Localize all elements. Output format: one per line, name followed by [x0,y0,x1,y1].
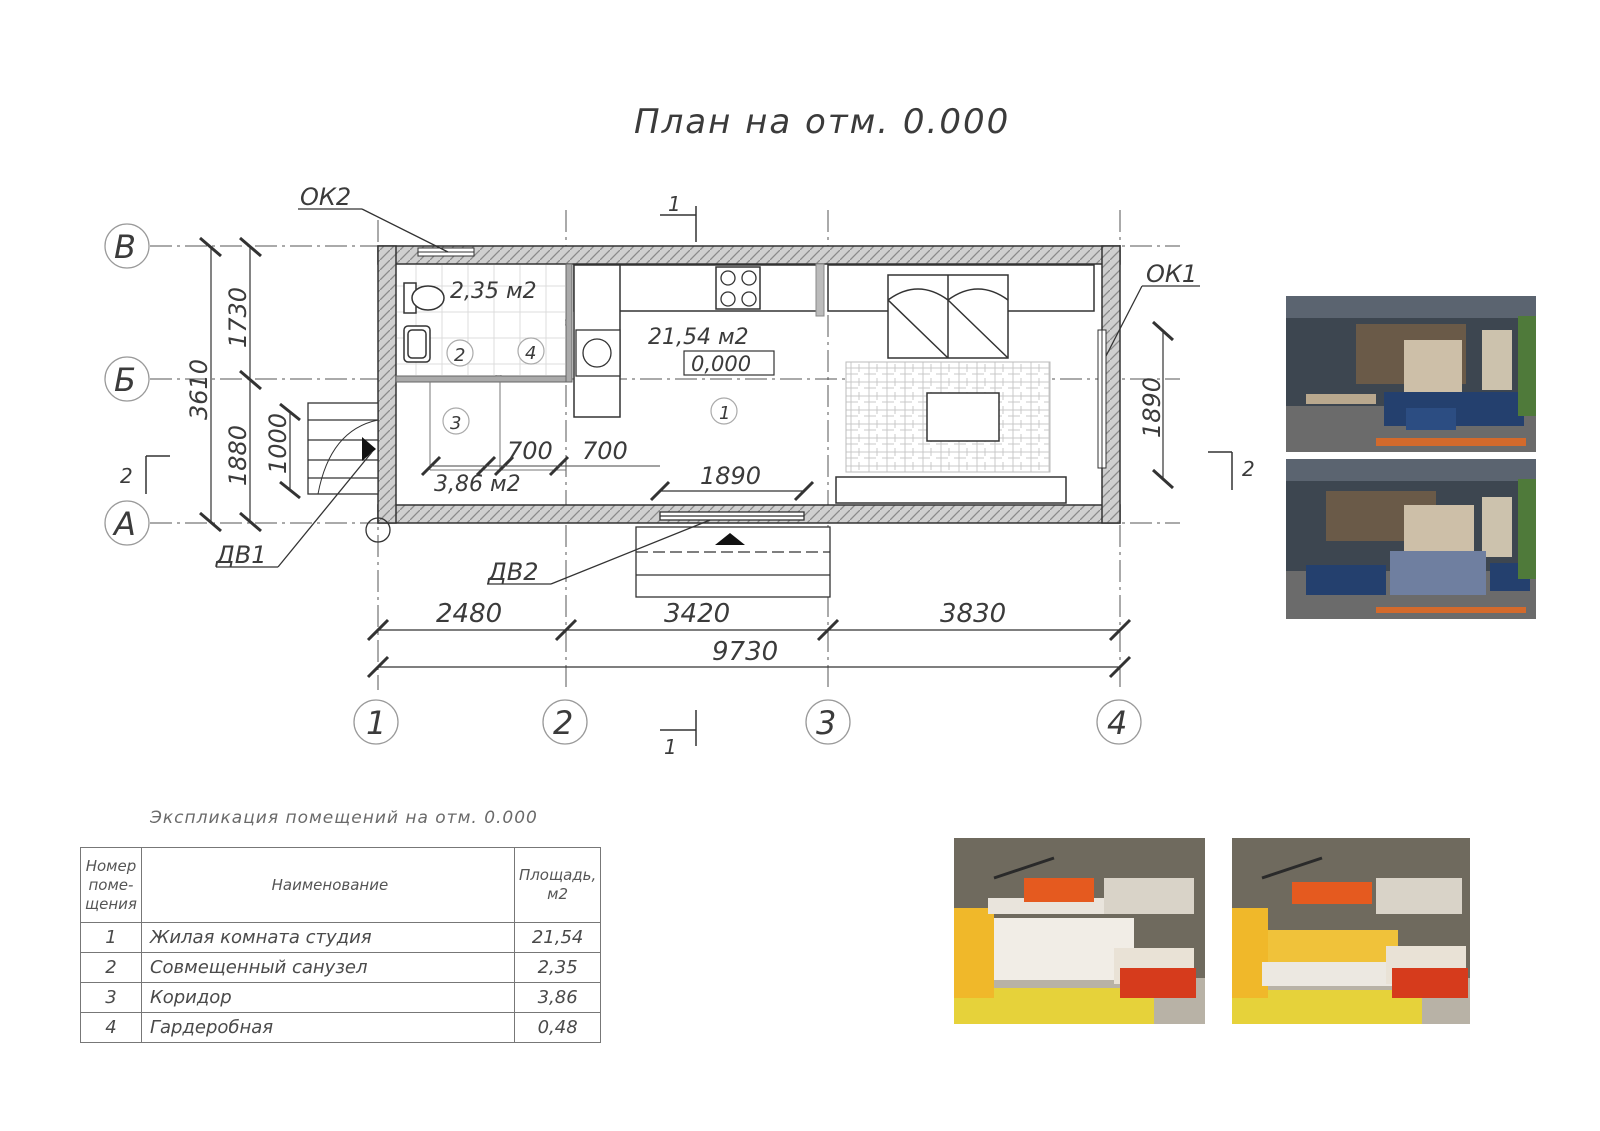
row-area: 0,48 [513,1012,602,1043]
dim-span-3-4: 3830 [940,599,1006,629]
window-ok2 [417,247,475,257]
dim-opening-dv2: 1890 [700,462,761,490]
table-header-row: Номер поме- щения Наименование Площадь, … [80,847,602,923]
tag-ok2: ОК2 [300,183,351,211]
room-number-bubbles [442,337,738,435]
dim-overall: 9730 [712,637,778,667]
opening-dimension [649,480,815,502]
column [815,263,825,317]
room-4-number: 4 [525,343,536,364]
reference-photo-blue-room-bed-open [1286,459,1536,619]
table-row: 4 Гардеробная 0,48 [80,1012,602,1043]
header-num: Номер поме- щения [80,847,142,923]
header-name: Наименование [140,847,515,923]
explication-table: Номер поме- щения Наименование Площадь, … [80,847,602,1043]
tag-ok1: ОК1 [1146,260,1197,288]
row-name: Жилая комната студия [140,922,515,953]
coffee-table [926,392,1000,442]
axis-label-a: А [112,505,136,543]
room-3-number: 3 [450,413,461,434]
row-name: Гардеробная [140,1012,515,1043]
window-ok1 [1097,329,1107,469]
dim-wall-segment-b: 700 [582,437,628,465]
washer-icon [575,329,621,377]
row-area: 2,35 [513,952,602,983]
row-num: 2 [80,952,142,983]
section-2-right: 2 [1242,457,1255,481]
leaders [216,208,1200,585]
row-num: 4 [80,1012,142,1043]
dim-left-lower: 1880 [224,425,252,486]
axis-label-b: Б [114,361,136,399]
axis-label-3: 3 [816,704,836,742]
axis-label-2: 2 [553,704,573,742]
explication-title: Экспликация помещений на отм. 0.000 [150,808,538,828]
dim-right-window: 1890 [1138,377,1166,438]
header-area: Площадь, м2 [513,847,602,923]
dim-span-2-3: 3420 [664,599,730,629]
row-area: 3,86 [513,982,602,1013]
tag-dv1: ДВ1 [215,541,266,569]
dim-left-overall: 3610 [185,359,213,420]
axis-label-v: В [114,228,136,266]
room-2-number: 2 [454,345,465,366]
room-1-area: 21,54 м2 [648,325,749,350]
kitchen-counter [573,264,821,418]
level-mark-box [683,350,775,376]
level-mark: 0,000 [691,352,751,376]
dim-left-upper: 1730 [224,287,252,348]
row-num: 1 [80,922,142,953]
left-dimensions [199,236,301,533]
section-1-bottom: 1 [664,735,677,759]
tag-dv2: ДВ2 [487,558,538,586]
dim-door-width: 1000 [264,413,292,474]
row-name: Совмещенный санузел [140,952,515,983]
room-1-number: 1 [719,403,730,424]
stove-icon [720,270,757,307]
section-2-left: 2 [120,464,133,488]
toilet-icon [403,282,445,314]
sink-icon [403,325,431,363]
wall-bed [827,264,1095,359]
room-3-area: 3,86 м2 [434,472,521,497]
section-1-top: 1 [668,192,681,216]
table-row: 3 Коридор 3,86 [80,982,602,1013]
page-title: План на отм. 0.000 [634,102,1010,142]
door-dv2 [635,511,831,598]
axis-letter-bubbles [104,223,1142,745]
reference-photo-yellow-room [954,838,1205,1024]
table-row: 1 Жилая комната студия 21,54 [80,922,602,953]
dim-wall-segment-a: 700 [507,437,553,465]
room-2-area: 2,35 м2 [450,279,537,304]
axis-label-1: 1 [366,704,386,742]
row-num: 3 [80,982,142,1013]
reference-photo-yellow-room-bed-open [1232,838,1470,1024]
bottom-dimensions [366,618,1132,679]
section-marks [145,206,1233,746]
table-row: 2 Совмещенный санузел 2,35 [80,952,602,983]
axis-label-4: 4 [1107,704,1127,742]
bench [835,476,1067,504]
row-name: Коридор [140,982,515,1013]
dim-span-1-2: 2480 [436,599,502,629]
right-dimension [1151,320,1175,490]
reference-photo-blue-room [1286,296,1536,452]
row-area: 21,54 [513,922,602,953]
door-dv1 [307,402,391,543]
